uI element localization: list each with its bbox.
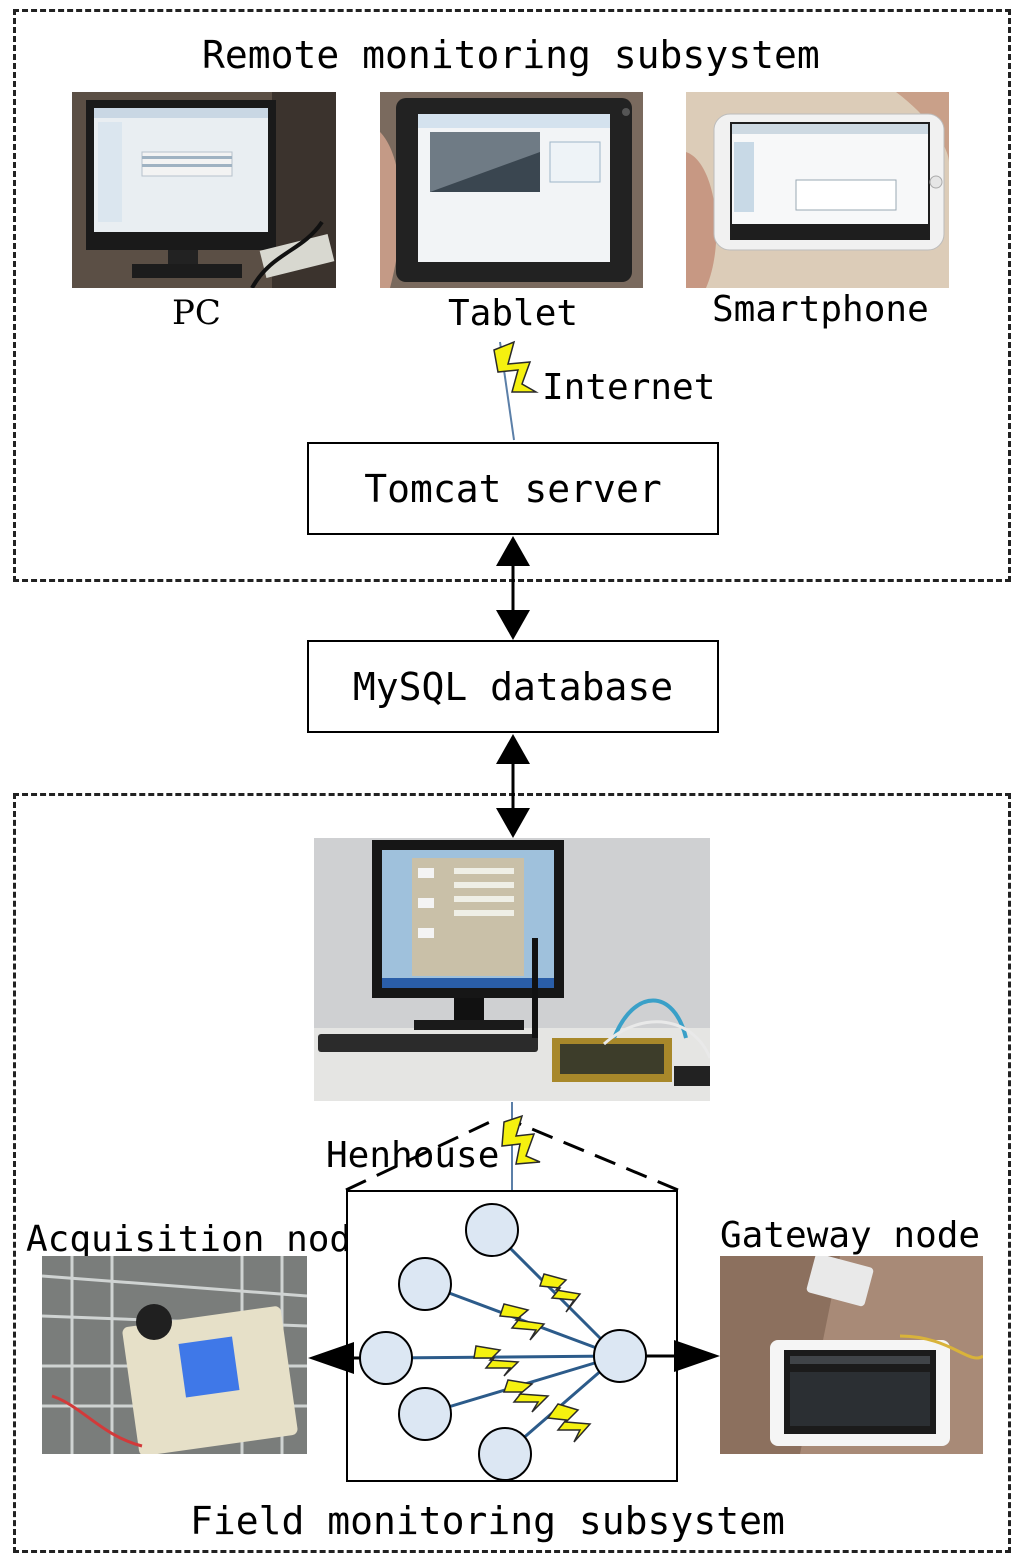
internet-lightning-icon [493, 340, 539, 441]
smartphone-label: Smartphone [712, 289, 929, 330]
smartphone-photo [686, 92, 949, 288]
gateway-node-photo [720, 1256, 983, 1454]
acquisition-node-photo [42, 1256, 307, 1454]
tablet-photo [380, 92, 643, 288]
tomcat-server-box: Tomcat server [307, 442, 719, 535]
henhouse-lightning-icon [501, 1102, 541, 1190]
field-subsystem-title: Field monitoring subsystem [190, 1499, 785, 1543]
sensor-node [398, 1257, 452, 1311]
sensor-node [359, 1331, 413, 1385]
henhouse-label: Henhouse [326, 1135, 500, 1176]
sink-node [593, 1329, 647, 1383]
acquisition-node-label: Acquisition node [26, 1219, 373, 1260]
tomcat-server-label: Tomcat server [364, 466, 662, 511]
mysql-database-box: MySQL database [307, 640, 719, 733]
mysql-computer-arrow [496, 734, 530, 838]
sensor-node [465, 1203, 519, 1257]
sensor-node [398, 1387, 452, 1441]
mysql-database-label: MySQL database [352, 664, 674, 709]
network-lightning-icons [473, 1273, 592, 1443]
field-computer-photo [314, 838, 710, 1101]
pc-label: PC [172, 293, 221, 333]
internet-label: Internet [542, 367, 716, 408]
remote-subsystem-title: Remote monitoring subsystem [202, 33, 820, 77]
pc-photo [72, 92, 336, 288]
henhouse-zoom-lines [345, 1120, 679, 1192]
tablet-label: Tablet [448, 293, 579, 334]
gateway-node-label: Gateway node [720, 1215, 981, 1256]
sensor-nodes [359, 1203, 647, 1481]
gateway-arrow [646, 1340, 720, 1372]
sensor-node [478, 1427, 532, 1481]
tomcat-mysql-arrow [496, 536, 530, 640]
acquisition-arrow [308, 1342, 360, 1374]
